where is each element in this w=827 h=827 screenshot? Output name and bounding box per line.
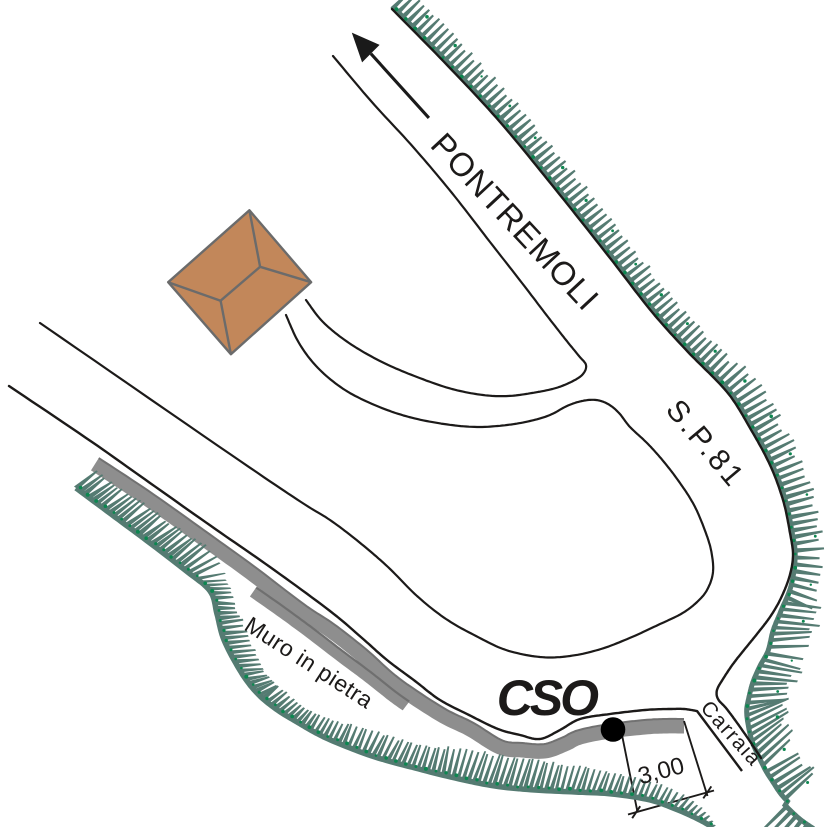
svg-text:CSO: CSO — [497, 670, 599, 726]
